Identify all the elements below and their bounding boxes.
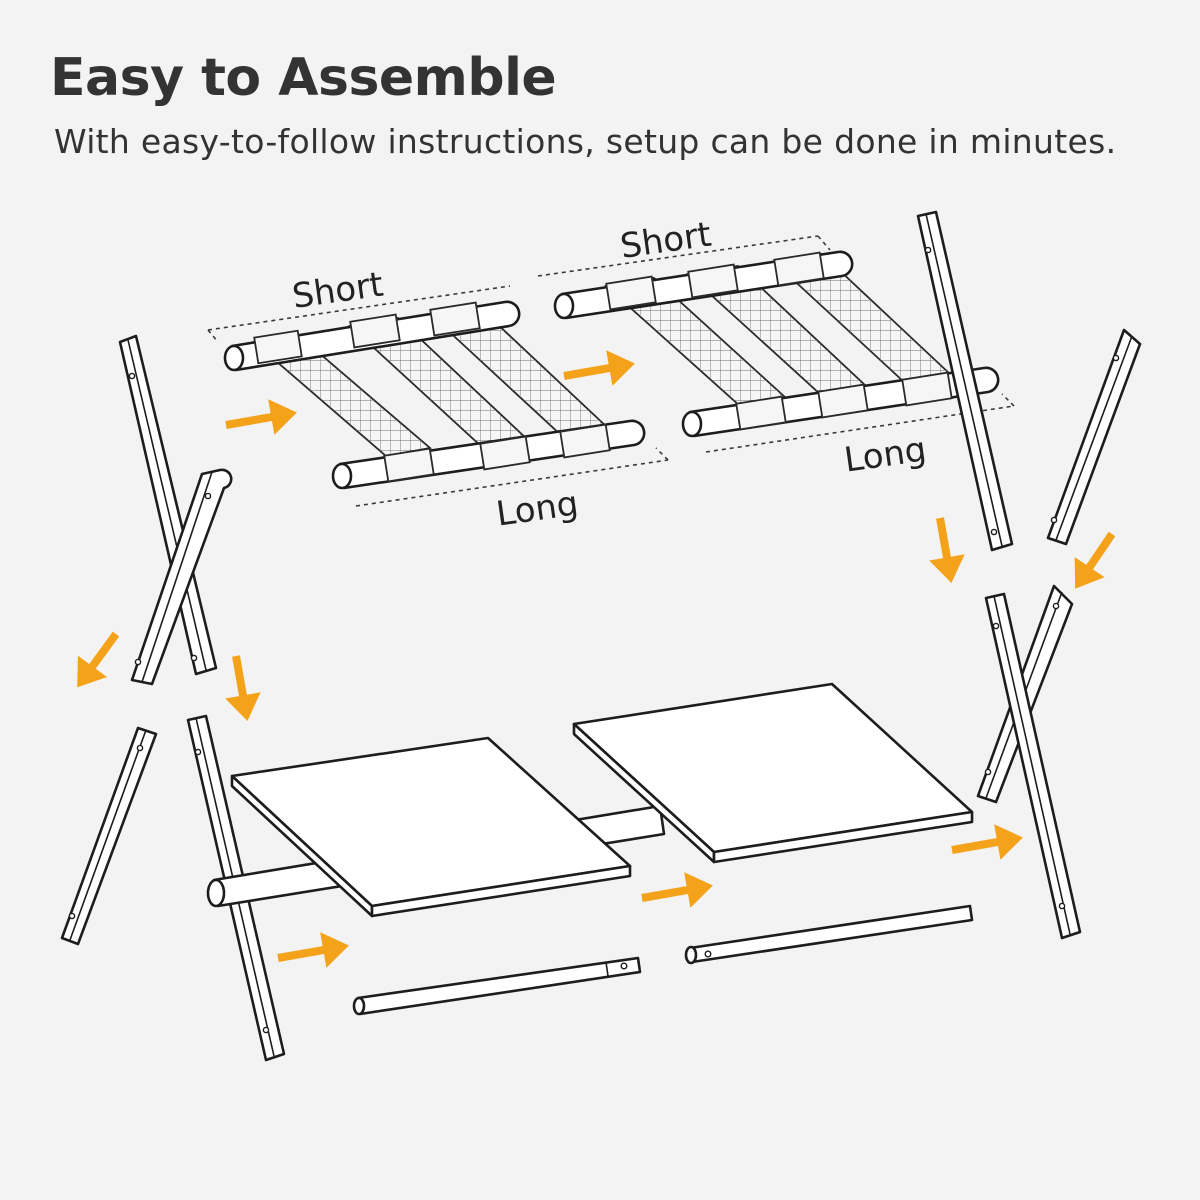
page-title: Easy to Assemble (50, 48, 557, 108)
webbed-top-right: Short Long (537, 215, 1015, 481)
arrow-icon (951, 824, 1023, 860)
right-leg-pair-lower (976, 584, 1082, 940)
long-label-right: Long (842, 430, 929, 481)
short-label-left: Short (290, 265, 386, 317)
arrow-icon (277, 932, 349, 968)
arrow-icon (225, 655, 261, 721)
front-rod-right (684, 904, 974, 965)
leg (130, 468, 233, 686)
short-label-right: Short (618, 215, 714, 267)
arrow-icon (563, 350, 635, 386)
leg (60, 726, 158, 946)
arrow-icon (641, 872, 713, 908)
webbed-top-left: Short Long (207, 265, 669, 535)
arrow-icon (929, 517, 965, 583)
long-label-left: Long (494, 484, 581, 535)
arrow-icon (225, 399, 297, 435)
arrow-icon (77, 631, 120, 688)
arrow-icon (1074, 531, 1116, 589)
left-leg-pair-upper (118, 334, 233, 686)
page-subtitle: With easy-to-follow instructions, setup … (54, 122, 1117, 161)
front-rod-left (352, 956, 642, 1016)
right-leg-pair-upper (916, 210, 1142, 552)
